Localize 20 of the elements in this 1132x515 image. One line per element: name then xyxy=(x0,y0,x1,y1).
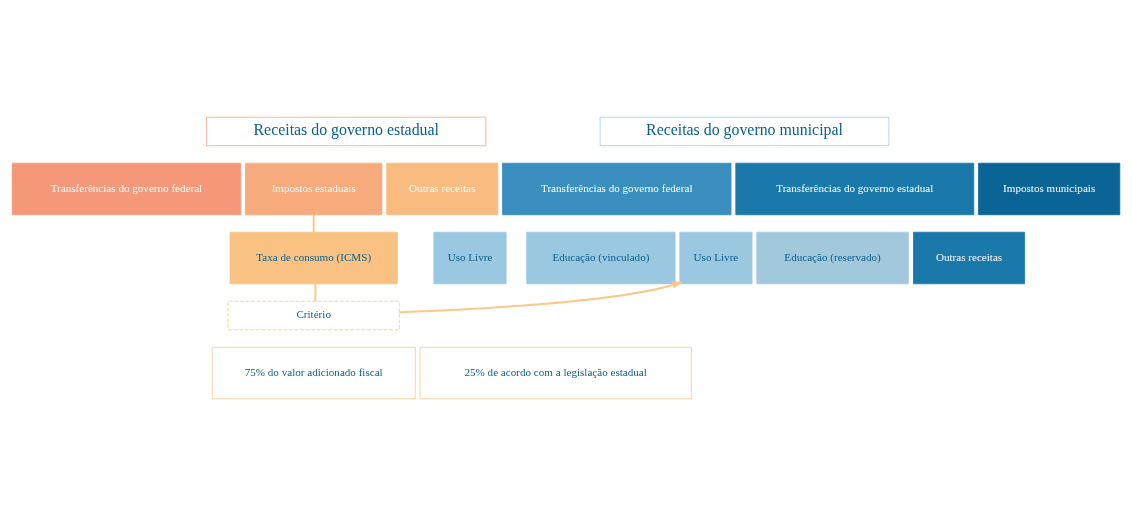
node-box: 25% de acordo com a legislação estadual xyxy=(419,346,692,399)
node-box: Transferências do governo federal xyxy=(11,162,242,215)
node-box: Receitas do governo municipal xyxy=(599,116,890,146)
connector xyxy=(312,213,315,233)
connector xyxy=(314,282,317,302)
node-box: Critério xyxy=(227,300,400,330)
node-box: Uso Livre xyxy=(679,231,753,284)
node-box: Impostos municipais xyxy=(978,162,1121,215)
node-box: Transferências do governo federal xyxy=(502,162,732,215)
node-box: Educação (reservado) xyxy=(756,231,909,284)
node-box: Outras receitas xyxy=(386,162,499,215)
node-box: Taxa de consumo (ICMS) xyxy=(229,231,398,284)
node-box: Uso Livre xyxy=(433,231,507,284)
node-box: Educação (vinculado) xyxy=(526,231,676,284)
node-box: Impostos estaduais xyxy=(245,162,383,215)
node-box: Receitas do governo estadual xyxy=(206,116,487,146)
node-box: 75% do valor adicionado fiscal xyxy=(211,346,416,399)
node-box: Transferências do governo estadual xyxy=(735,162,975,215)
arrow xyxy=(398,281,683,313)
node-box: Outras receitas xyxy=(913,231,1025,284)
